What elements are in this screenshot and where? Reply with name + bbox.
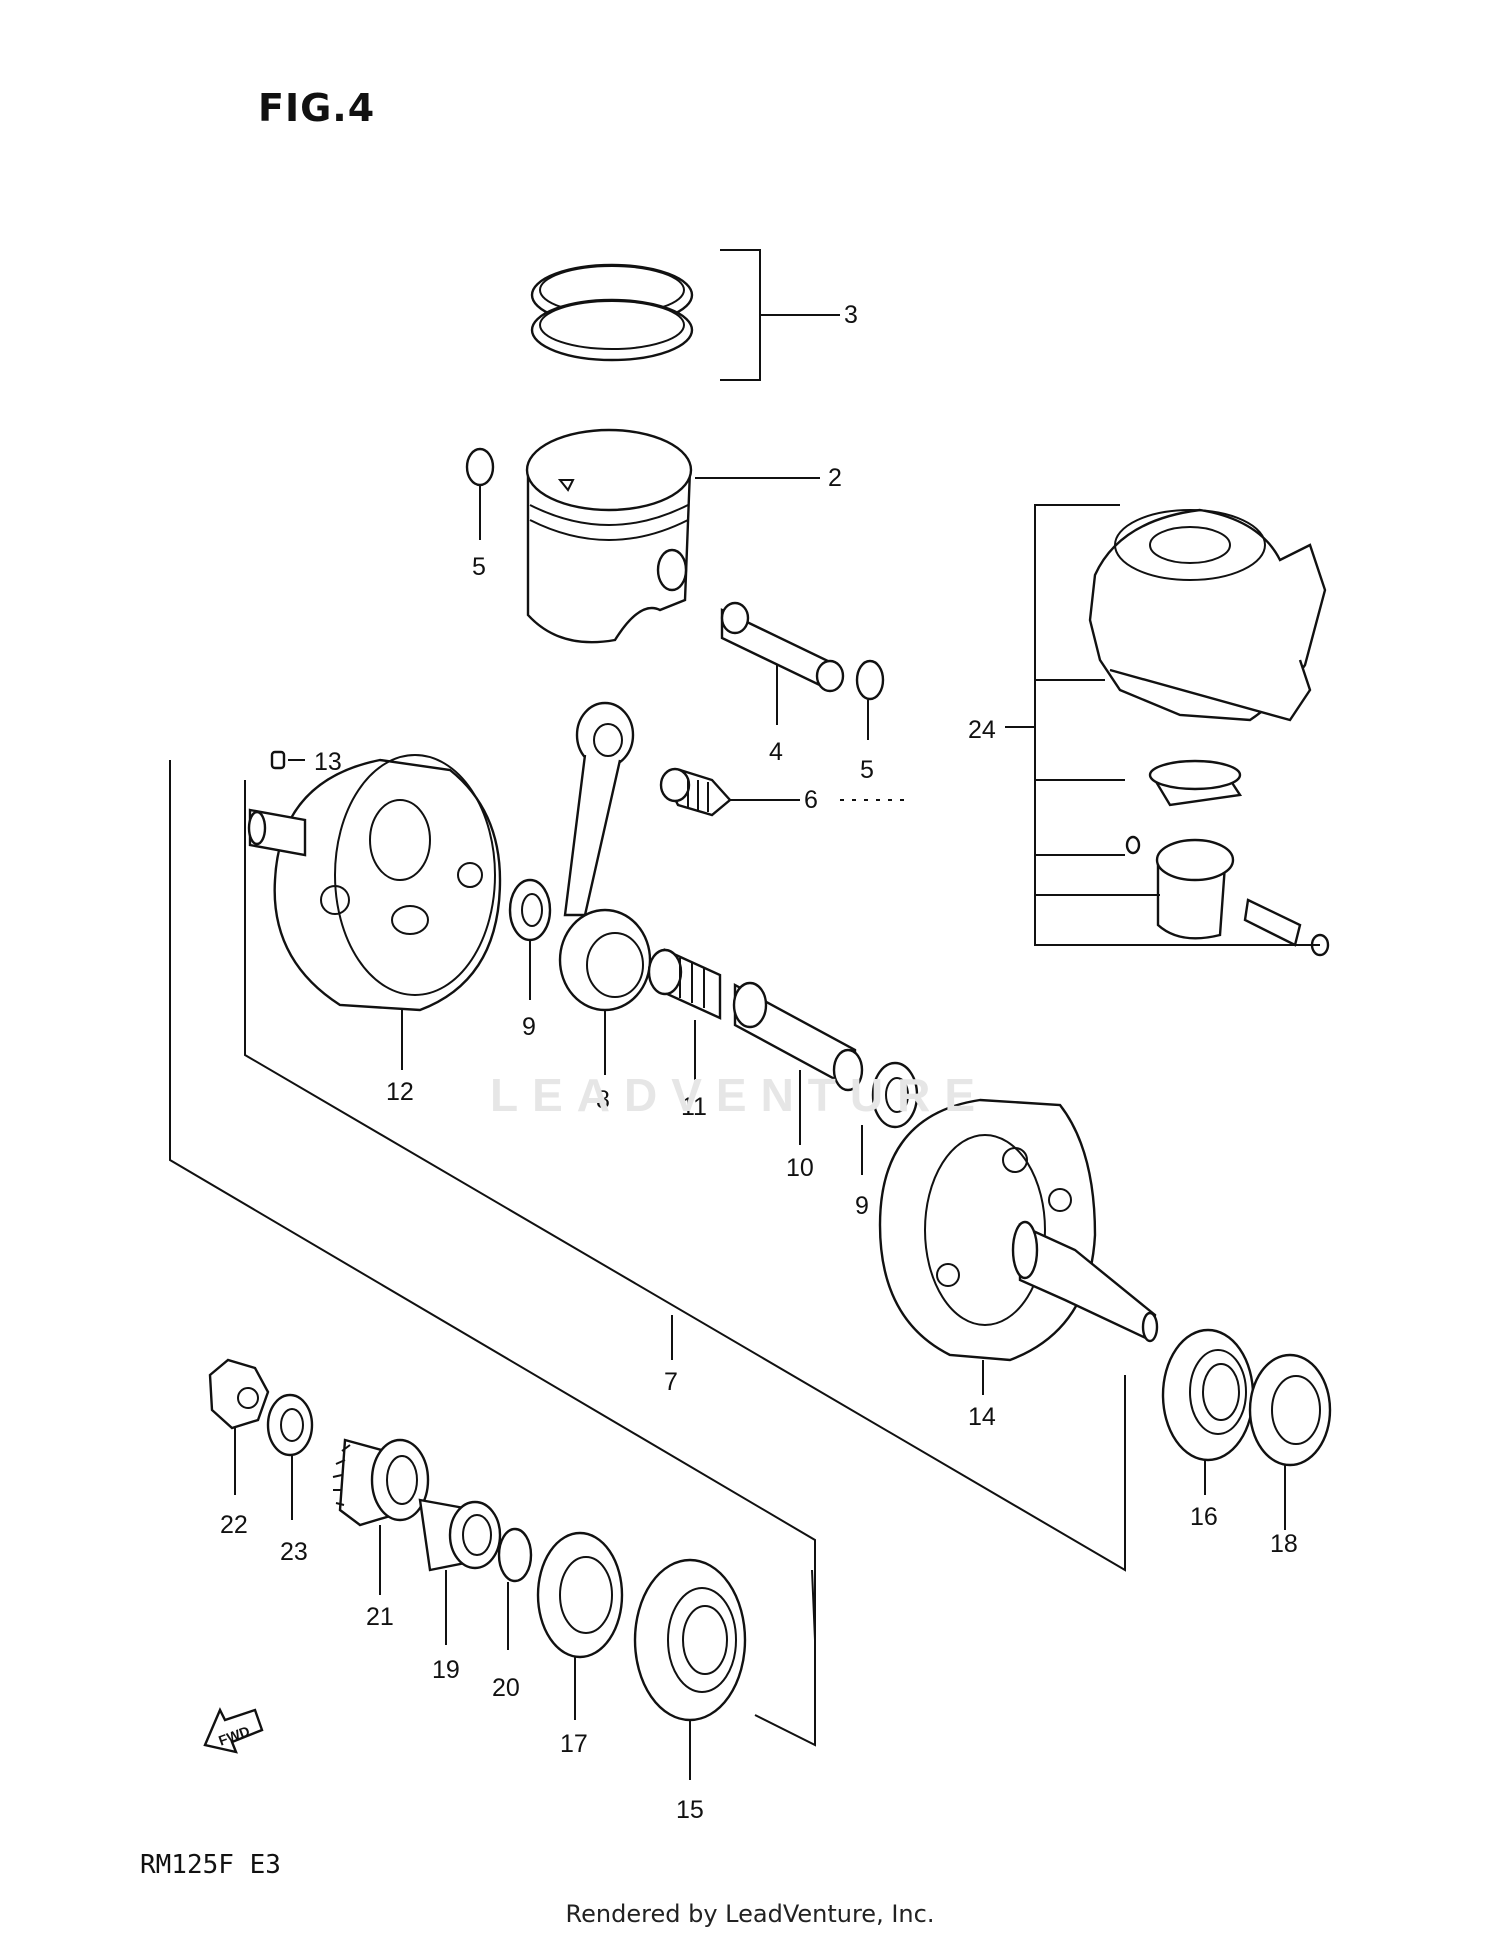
- crank-bearing-left[interactable]: [633, 1558, 747, 1722]
- callout-15: 15: [676, 1796, 704, 1824]
- callout-9a: 9: [522, 1013, 536, 1041]
- figure-title: FIG.4: [258, 86, 376, 130]
- callout-13: 13: [314, 748, 342, 776]
- piston-pin-circlip-right[interactable]: [855, 659, 885, 701]
- callout-22: 22: [220, 1511, 248, 1539]
- connecting-rod[interactable]: [558, 701, 652, 1012]
- footer-credit: Rendered by LeadVenture, Inc.: [565, 1900, 935, 1928]
- callout-3: 3: [844, 301, 858, 329]
- callout-4: 4: [769, 738, 783, 766]
- callout-23: 23: [280, 1538, 308, 1566]
- primary-drive-gear[interactable]: [332, 1438, 430, 1527]
- oil-seal-left[interactable]: [536, 1531, 624, 1659]
- oil-seal-right[interactable]: [1248, 1353, 1332, 1467]
- callout-20: 20: [492, 1674, 520, 1702]
- thrust-washer-right[interactable]: [871, 1061, 919, 1129]
- callout-6: 6: [804, 786, 818, 814]
- thrust-washer-left[interactable]: [508, 878, 552, 942]
- cylinder-kit[interactable]: [1088, 508, 1330, 957]
- crank-nut[interactable]: [208, 1358, 270, 1430]
- bracket-24: [1034, 504, 1320, 946]
- piston-pin[interactable]: [720, 601, 845, 693]
- callout-16: 16: [1190, 1503, 1218, 1531]
- crank-key[interactable]: [270, 750, 286, 770]
- piston[interactable]: [525, 428, 693, 644]
- piston-rings[interactable]: [530, 263, 694, 362]
- leader-line-3: [720, 249, 840, 381]
- o-ring[interactable]: [497, 1527, 533, 1583]
- callout-19: 19: [432, 1656, 460, 1684]
- callout-14: 14: [968, 1403, 996, 1431]
- watermark: LEADVENTURE: [490, 1069, 990, 1121]
- callout-2: 2: [828, 464, 842, 492]
- crank-pin[interactable]: [732, 981, 864, 1093]
- callout-5a: 5: [472, 553, 486, 581]
- small-end-bearing[interactable]: [659, 767, 732, 817]
- callout-21: 21: [366, 1603, 394, 1631]
- crank-spacer[interactable]: [418, 1498, 502, 1572]
- callout-8: 8: [596, 1086, 610, 1114]
- callout-24: 24: [968, 716, 996, 744]
- callout-9b: 9: [855, 1192, 869, 1220]
- crank-washer[interactable]: [266, 1393, 314, 1457]
- callout-5b: 5: [860, 756, 874, 784]
- callout-10: 10: [786, 1154, 814, 1182]
- piston-pin-circlip-left[interactable]: [465, 447, 495, 487]
- callout-11: 11: [681, 1093, 707, 1121]
- callout-12: 12: [386, 1078, 414, 1106]
- crankshaft-right[interactable]: [878, 1098, 1159, 1362]
- fwd-arrow-icon: FWD: [203, 1707, 264, 1754]
- crankshaft-left[interactable]: [247, 754, 502, 1012]
- crank-bearing-right[interactable]: [1161, 1328, 1255, 1462]
- model-code: RM125F E3: [140, 1850, 281, 1880]
- callout-7: 7: [664, 1368, 678, 1396]
- big-end-bearing[interactable]: [647, 948, 722, 1020]
- callout-17: 17: [560, 1730, 588, 1758]
- callout-18: 18: [1270, 1530, 1298, 1558]
- bracket-crankshaft-assembly: [169, 760, 1126, 1747]
